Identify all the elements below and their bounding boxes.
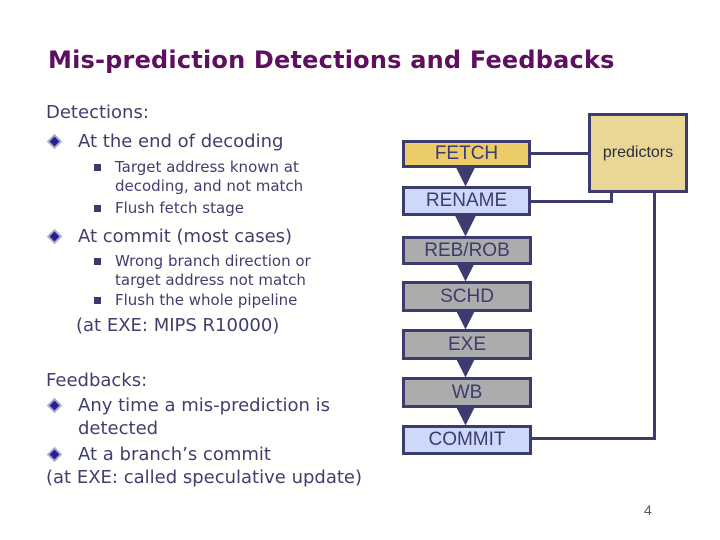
sub-bullet-label: Flush the whole pipeline (115, 291, 298, 309)
bullet-cell (46, 443, 78, 463)
sub-bullet-item: Wrong branch direction or target address… (46, 252, 402, 290)
square-bullet-icon (94, 297, 101, 304)
stage-box-reb-rob: REB/ROB (402, 236, 532, 265)
connector-predictors-commit (531, 192, 656, 440)
detections-heading: Detections: (46, 102, 149, 123)
bullet-item: At a branch’s commit (46, 443, 402, 466)
diamond-bullet-icon (46, 133, 63, 150)
square-bullet-icon (94, 258, 101, 265)
stage-box-wb: WB (402, 377, 532, 408)
diamond-bullet-icon (46, 397, 63, 414)
detections-note: (at EXE: MIPS R10000) (76, 315, 280, 336)
bullet-label: At a branch’s commit (78, 444, 271, 465)
square-bullet-icon (94, 205, 101, 212)
predictors-box: predictors (588, 113, 688, 193)
bullet-cell (46, 225, 78, 245)
bullet-item: Any time a mis-prediction is detected (46, 394, 402, 440)
sub-bullet-item: Flush fetch stage (46, 199, 402, 218)
page-number: 4 (644, 502, 652, 518)
slide-body-text: Detections: At the end of decoding Targe… (46, 100, 402, 489)
bullet-label: Any time a mis-prediction is detected (78, 395, 331, 439)
stage-box-schd: SCHD (402, 281, 532, 312)
connector-rename-predictors (531, 192, 613, 203)
sub-bullet-item: Flush the whole pipeline (46, 291, 402, 310)
diamond-bullet-icon (46, 446, 63, 463)
bullet-label: At commit (most cases) (78, 226, 293, 247)
sub-bullet-label: Wrong branch direction or target address… (115, 252, 311, 289)
stage-box-fetch: FETCH (402, 140, 531, 168)
sub-bullet-label: Target address known at decoding, and no… (115, 158, 304, 195)
diamond-bullet-icon (46, 228, 63, 245)
sub-bullet-label: Flush fetch stage (115, 199, 244, 217)
bullet-cell (46, 394, 78, 414)
feedbacks-heading: Feedbacks: (46, 370, 148, 391)
bullet-item: At commit (most cases) (46, 225, 402, 248)
stage-box-commit: COMMIT (402, 425, 532, 455)
sub-bullet-item: Target address known at decoding, and no… (46, 158, 402, 196)
stage-box-exe: EXE (402, 329, 532, 360)
feedbacks-note: (at EXE: called speculative update) (46, 467, 363, 488)
bullet-label: At the end of decoding (78, 131, 284, 152)
square-bullet-icon (94, 164, 101, 171)
stage-box-rename: RENAME (402, 186, 531, 216)
slide-title: Mis-prediction Detections and Feedbacks (48, 46, 615, 74)
bullet-item: At the end of decoding (46, 130, 402, 153)
bullet-cell (46, 130, 78, 150)
